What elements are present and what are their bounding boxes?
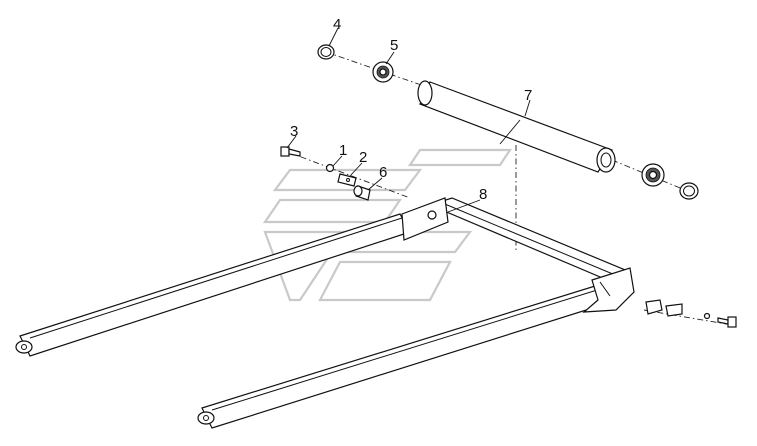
roller-tube — [417, 80, 616, 173]
bolt-right — [717, 316, 737, 328]
bracket-plate-left — [401, 197, 449, 241]
label-1: 1 — [339, 142, 347, 159]
lock-plate — [337, 173, 357, 187]
label-5: 5 — [390, 37, 398, 54]
bearing-top — [372, 61, 394, 83]
lock-plate-right — [665, 303, 683, 317]
washer — [325, 163, 335, 173]
seal-ring-top — [317, 44, 335, 60]
label-2: 2 — [359, 149, 367, 166]
label-7: 7 — [524, 87, 532, 104]
pin-right — [645, 299, 663, 315]
label-4: 4 — [333, 16, 341, 33]
seal-ring-right — [679, 182, 699, 200]
washer-right — [703, 312, 711, 320]
bearing-right — [641, 163, 665, 187]
bracket-plate-right — [582, 267, 635, 313]
frame-arm-left — [15, 213, 411, 357]
label-6: 6 — [379, 164, 387, 181]
pin — [353, 185, 371, 201]
frame-arm-right — [197, 281, 619, 429]
label-3: 3 — [290, 123, 298, 140]
leader-lines — [286, 27, 531, 213]
bolt — [280, 146, 301, 157]
watermark-logo — [262, 148, 513, 302]
label-8: 8 — [479, 186, 487, 203]
